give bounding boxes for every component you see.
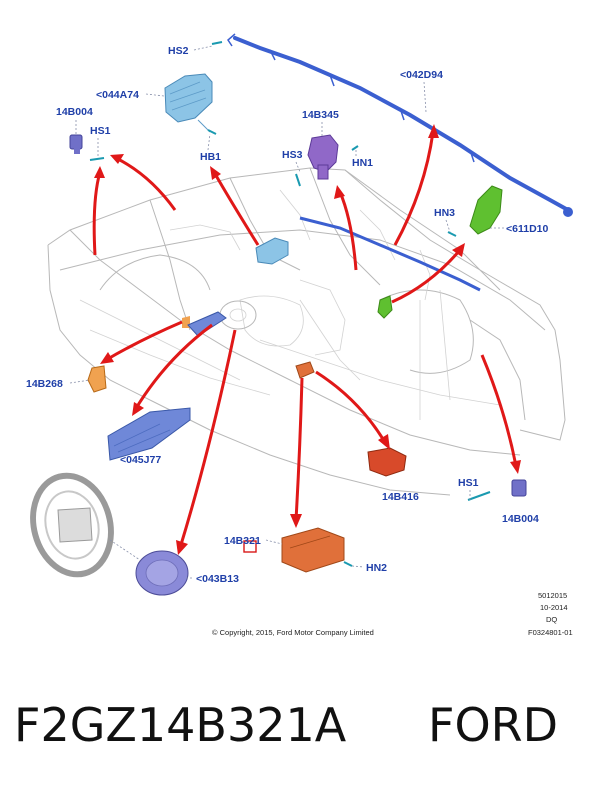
stamp-line-1: 5012015 [538, 591, 567, 600]
stamp-line-2: 10-2014 [540, 603, 568, 612]
knee-airbag-part [107, 407, 191, 461]
impact-sensor-front-left [69, 134, 83, 154]
passenger-airbag-module [164, 73, 213, 133]
seatbelt-pretensioner-part [307, 134, 339, 180]
callout-hn2: HN2 [366, 562, 387, 574]
airbag-system-diagram: HS2 <044A74 <042D94 14B004 HS1 HB1 14B34… [26, 33, 573, 637]
fasteners [89, 41, 491, 567]
callout-14b416: 14B416 [382, 491, 419, 503]
passenger-airbag-installed [255, 237, 289, 265]
impact-sensor-front-right [511, 479, 527, 497]
callout-labels: HS2 <044A74 <042D94 14B004 HS1 HB1 14B34… [26, 45, 548, 585]
stamp-line-4: F0324801-01 [528, 628, 573, 637]
brand-caption: FORD [428, 698, 559, 752]
curtain-airbag-installed [299, 216, 481, 292]
callout-14b321: 14B321 [224, 535, 261, 547]
callout-043b13: <043B13 [196, 573, 239, 585]
callout-hs3: HS3 [282, 149, 303, 161]
callout-611d10: <611D10 [506, 223, 548, 235]
steering-wheel [30, 472, 114, 578]
curtain-airbag-left [227, 33, 573, 217]
control-module-installed [295, 361, 315, 379]
callout-hn1: HN1 [352, 157, 373, 169]
part-number-caption: F2GZ14B321A [14, 698, 347, 752]
callout-14b004-top: 14B004 [56, 106, 93, 118]
copyright-notice: © Copyright, 2015, Ford Motor Company Li… [212, 628, 374, 637]
stamp-line-3: DQ [546, 615, 557, 624]
driver-airbag-leader [109, 539, 141, 561]
pointer-arrows [92, 124, 521, 555]
callout-14b268: 14B268 [26, 378, 63, 390]
driver-airbag-part [135, 550, 189, 596]
impact-sensor-orange [87, 316, 190, 393]
callout-045j77: <045J77 [120, 454, 161, 466]
side-airbag-part [377, 185, 503, 319]
callout-hb1: HB1 [200, 151, 221, 163]
callout-044a74: <044A74 [96, 89, 139, 101]
callout-hs1-top: HS1 [90, 125, 111, 137]
callout-hs2-top: HS2 [168, 45, 189, 57]
callout-hn3: HN3 [434, 207, 455, 219]
rear-sensor-part [367, 447, 407, 477]
drawing-stamp: 5012015 10-2014 DQ F0324801-01 [528, 591, 573, 637]
control-module-part [243, 527, 345, 573]
vehicle-body-outline [47, 167, 566, 496]
callout-042d94: <042D94 [400, 69, 443, 81]
callout-14b004-bottom: 14B004 [502, 513, 539, 525]
leader-lines [69, 45, 504, 579]
callout-hs1-bottom: HS1 [458, 477, 479, 489]
knee-airbag-installed [187, 311, 227, 337]
callout-14b345: 14B345 [302, 109, 339, 121]
